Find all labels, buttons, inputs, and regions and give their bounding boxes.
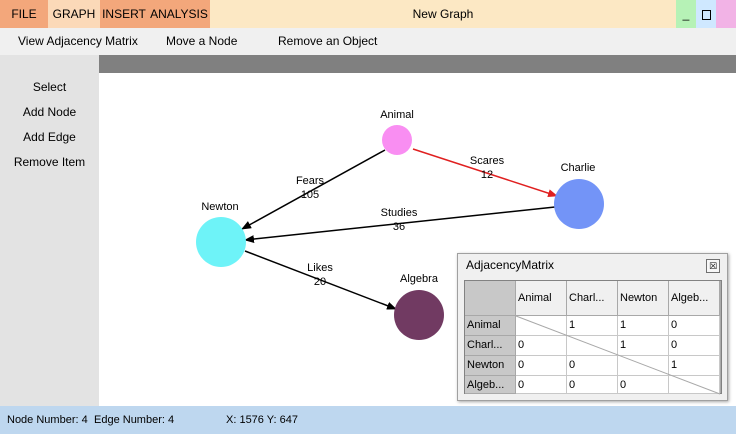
edge-fears[interactable]	[241, 149, 386, 230]
toolbar: View Adjacency Matrix Move a Node Remove…	[0, 28, 736, 55]
move-node-button[interactable]: Move a Node	[166, 34, 238, 48]
adjacency-window-title: AdjacencyMatrix	[466, 258, 555, 272]
adjacency-close-button[interactable]: ☒	[706, 259, 720, 273]
tool-sidebar: Select Add Node Add Edge Remove Item	[0, 55, 99, 406]
edge-likes[interactable]	[244, 250, 397, 310]
matrix-cell[interactable]	[516, 316, 567, 336]
sidebar-item-select[interactable]: Select	[32, 80, 67, 94]
matrix-cell[interactable]	[669, 376, 720, 394]
status-edge-number: Edge Number: 4	[94, 414, 175, 426]
node-label-animal: Animal	[380, 109, 414, 121]
matrix-cell[interactable]: 0	[516, 336, 567, 356]
maximize-icon	[701, 9, 711, 20]
matrix-cell[interactable]: 0	[669, 336, 720, 356]
menu-graph[interactable]: GRAPH	[48, 0, 100, 28]
adjacency-matrix-window[interactable]: AdjacencyMatrix ☒ Animal Charl... Newton…	[457, 253, 728, 401]
row-header[interactable]: Newton	[465, 356, 516, 376]
matrix-cell[interactable]: 0	[516, 356, 567, 376]
status-coordinates: X: 1576 Y: 647	[226, 414, 298, 426]
matrix-cell[interactable]: 0	[567, 356, 618, 376]
status-node-number: Node Number: 4	[7, 414, 88, 426]
node-newton[interactable]	[196, 217, 246, 267]
canvas-header-strip	[99, 55, 736, 73]
matrix-cell[interactable]: 1	[669, 356, 720, 376]
close-button[interactable]	[716, 0, 736, 28]
menu-insert[interactable]: INSERT	[100, 0, 148, 28]
status-bar: Node Number: 4 Edge Number: 4 X: 1576 Y:…	[0, 406, 736, 434]
menu-bar: FILE GRAPH INSERT ANALYSIS New Graph _	[0, 0, 736, 28]
node-charlie[interactable]	[554, 179, 604, 229]
maximize-button[interactable]	[696, 0, 716, 28]
node-animal[interactable]	[382, 125, 412, 155]
row-header[interactable]: Charl...	[465, 336, 516, 356]
matrix-cell[interactable]: 0	[618, 376, 669, 394]
window-title: New Graph	[412, 7, 474, 21]
edge-scares[interactable]	[412, 148, 558, 198]
sidebar-item-add-edge[interactable]: Add Edge	[23, 130, 76, 144]
column-header[interactable]: Newton	[618, 281, 669, 316]
matrix-cell[interactable]: 0	[516, 376, 567, 394]
matrix-cell[interactable]: 0	[669, 316, 720, 336]
column-header[interactable]: Charl...	[567, 281, 618, 316]
remove-object-button[interactable]: Remove an Object	[278, 34, 378, 48]
node-label-newton: Newton	[201, 201, 239, 213]
edge-studies[interactable]	[244, 206, 556, 244]
matrix-cell[interactable]	[567, 336, 618, 356]
node-algebra[interactable]	[394, 290, 444, 340]
grid-corner	[465, 281, 516, 316]
row-header[interactable]: Algeb...	[465, 376, 516, 394]
node-label-charlie: Charlie	[560, 162, 596, 174]
matrix-cell[interactable]	[618, 356, 669, 376]
row-header[interactable]: Animal	[465, 316, 516, 336]
matrix-cell[interactable]: 1	[618, 336, 669, 356]
menu-analysis[interactable]: ANALYSIS	[148, 0, 210, 28]
column-header[interactable]: Animal	[516, 281, 567, 316]
adjacency-grid[interactable]: Animal Charl... Newton Algeb... Animal 1…	[464, 280, 722, 395]
matrix-cell[interactable]: 1	[567, 316, 618, 336]
column-header[interactable]: Algeb...	[669, 281, 720, 316]
matrix-cell[interactable]: 0	[567, 376, 618, 394]
sidebar-item-add-node[interactable]: Add Node	[22, 105, 77, 119]
menu-file[interactable]: FILE	[0, 0, 48, 28]
graph-svg	[196, 125, 604, 340]
minimize-button[interactable]: _	[676, 0, 696, 28]
sidebar-item-remove-item[interactable]: Remove Item	[13, 155, 86, 169]
node-label-algebra: Algebra	[400, 273, 438, 285]
view-adjacency-matrix-button[interactable]: View Adjacency Matrix	[18, 34, 138, 48]
matrix-cell[interactable]: 1	[618, 316, 669, 336]
